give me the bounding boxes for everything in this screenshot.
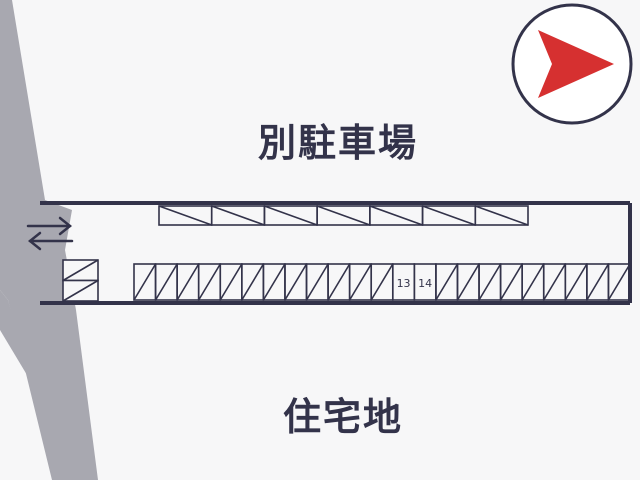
side-parking-stack [62,259,99,302]
parking-space-number: 14 [418,277,432,290]
top-parking-row [158,205,529,226]
parking-space [369,205,424,226]
parking-space [499,263,523,301]
bottom-parking-row: 13 14 [133,263,631,301]
parking-space [210,205,266,226]
parking-space [262,263,286,301]
parking-space [327,263,351,301]
parking-space [474,205,529,226]
parking-space [154,263,178,301]
parking-space [305,263,329,301]
parking-space [219,263,243,301]
two-way-arrows-icon [26,216,74,251]
residential-label: 住宅地 [282,395,403,439]
parking-space [62,259,99,282]
parking-space [421,205,477,226]
parking-space [158,205,213,226]
parking-space [284,263,308,301]
red-triangle-pointer-icon [538,30,614,98]
parking-space [197,263,222,301]
parking-space: 14 [413,263,437,301]
parking-space [348,263,373,301]
parking-space: 13 [391,263,416,301]
parking-space [176,263,200,301]
parking-space [316,205,371,226]
parking-space [133,263,157,301]
parking-space [521,263,545,301]
parking-space [456,263,480,301]
parking-space [435,263,459,301]
parking-space [62,279,99,302]
parking-space [478,263,502,301]
road-branch [0,290,30,380]
compass [511,3,633,125]
parking-space [241,263,265,301]
area-label: 別駐車場 [257,121,418,165]
parking-space [607,263,631,301]
parking-space [564,263,588,301]
parking-space-number: 13 [397,277,411,290]
parking-space [542,263,567,301]
parking-space [586,263,610,301]
parking-space [263,205,318,226]
parking-space [370,263,394,301]
